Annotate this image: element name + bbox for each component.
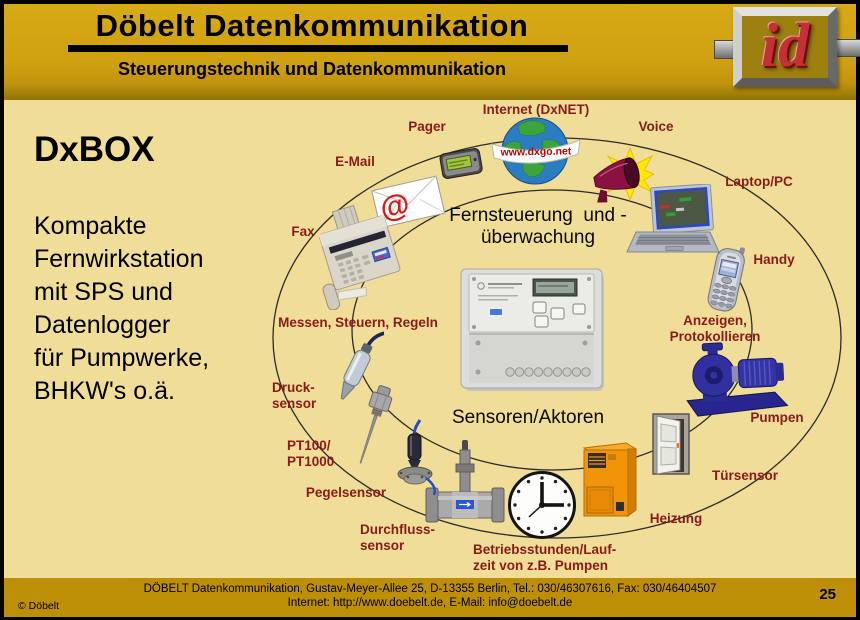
dxbox-description: Kompakte Fernwirkstation mit SPS und Dat… (34, 212, 210, 405)
flow-sensor-icon (425, 440, 505, 523)
footer-internet-line: Internet: http://www.doebelt.de, E-Mail:… (287, 596, 573, 609)
label-pegelsensor: Pegelsensor (305, 485, 387, 500)
label-durchflusssensor: Durchfluss- sensor (360, 522, 436, 553)
label-fax: Fax (291, 224, 315, 239)
door-sensor-icon (652, 413, 690, 475)
label-pt100: PT100/ PT1000 (287, 438, 335, 469)
label-fernsteuerung: Fernsteuerung und - überwachung (449, 205, 627, 248)
label-internet: Internet (DxNET) (482, 102, 590, 117)
page-number: 25 (819, 586, 836, 603)
label-pumpen: Pumpen (750, 410, 804, 425)
fax-icon (318, 204, 401, 310)
label-pager: Pager (408, 119, 446, 134)
label-drucksensor: Druck- sensor (272, 380, 317, 411)
label-handy: Handy (753, 252, 795, 267)
heating-icon (582, 442, 638, 517)
page-subtitle: Steuerungstechnik und Datenkommunikation (117, 59, 507, 79)
footer-address-line: DÖBELT Datenkommunikation, Gustav-Meyer-… (143, 583, 717, 595)
label-anzeigen-protokollieren: Anzeigen, Protokollieren (669, 313, 761, 344)
laptop-icon (626, 184, 720, 253)
label-laptop-pc: Laptop/PC (725, 174, 793, 189)
logo-id-text: id (760, 12, 810, 81)
internet-globe-icon: www.dxgo.net (491, 117, 581, 185)
label-sensoren-aktoren: Sensoren/Aktoren (451, 407, 605, 428)
footer-contact: DÖBELT Datenkommunikation, Gustav-Meyer-… (4, 583, 856, 610)
clock-icon (508, 471, 576, 539)
label-tuersensor: Türsensor (711, 468, 779, 483)
dxbox-heading: DxBOX (34, 130, 155, 169)
pressure-sensor-icon (340, 330, 384, 400)
pt100-probe-icon (359, 385, 393, 464)
title-divider (68, 45, 568, 52)
copyright-note: © Döbelt (18, 600, 60, 612)
label-voice: Voice (638, 119, 674, 134)
label-email: E-Mail (335, 154, 375, 169)
footer: DÖBELT Datenkommunikation, Gustav-Meyer-… (4, 578, 856, 617)
label-messen-steuern-regeln: Messen, Steuern, Regeln (278, 315, 438, 330)
company-logo: id (733, 7, 837, 87)
label-heizung: Heizung (649, 511, 703, 526)
level-sensor-icon (397, 419, 436, 496)
voice-horn-icon (593, 146, 654, 203)
header: Döbelt Datenkommunikation Steuerungstech… (4, 4, 860, 100)
label-betriebsstunden: Betriebsstunden/Lauf- zeit von z.B. Pump… (473, 542, 617, 573)
pager-icon (439, 148, 483, 179)
dxbox-device (460, 268, 604, 391)
pump-icon (686, 342, 789, 417)
globe-banner-text: www.dxgo.net (499, 145, 571, 158)
handy-phone-icon (707, 247, 745, 312)
page-title: Döbelt Datenkommunikation (95, 8, 529, 43)
